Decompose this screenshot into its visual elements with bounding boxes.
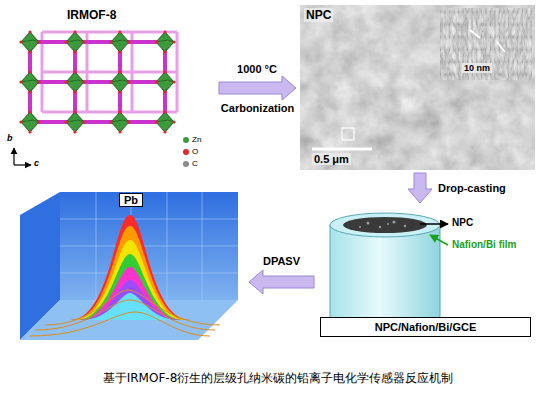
- tem-panel: NPC: [300, 5, 535, 170]
- axis-label: c: [34, 158, 39, 168]
- step-label: Carbonization: [219, 102, 296, 114]
- panel-title: NPC: [304, 8, 333, 22]
- axis-label: b: [7, 133, 13, 143]
- legend-text: O: [192, 147, 198, 156]
- scale-label: 0.5 μm: [312, 153, 351, 165]
- voltammogram-panel: Pb: [15, 185, 245, 352]
- panel-title: IRMOF-8: [67, 8, 116, 22]
- axes: [14, 148, 31, 165]
- step-label: DPASV: [261, 255, 302, 267]
- layer-label: NPC: [452, 217, 473, 228]
- process-arrow: [219, 76, 296, 100]
- figure-caption: 基于IRMOF-8衍生的层级孔纳米碳的铅离子电化学传感器反应机制: [0, 370, 556, 387]
- voltammogram-3d: [20, 192, 238, 340]
- legend-text: Zn: [192, 135, 201, 144]
- electrode: [330, 213, 448, 325]
- electrode-panel: NPC/Nafion/Bi/GCE: [318, 205, 535, 345]
- scale-label: 10 nm: [462, 63, 492, 73]
- legend-swatch: [183, 137, 189, 143]
- crystal-structure: [19, 30, 177, 133]
- step-label: Drop-casting: [436, 182, 508, 194]
- process-arrow: [249, 270, 314, 294]
- legend-swatch: [183, 161, 189, 167]
- tem-image: [300, 5, 535, 170]
- legend-swatch: [183, 149, 189, 155]
- process-arrow: [408, 173, 432, 203]
- electrode-label: NPC/Nafion/Bi/GCE: [320, 317, 531, 337]
- layer-label: Nafion/Bi film: [452, 239, 516, 250]
- legend-text: C: [192, 159, 198, 168]
- temperature-label: 1000 °C: [237, 63, 277, 75]
- peak-label: Pb: [119, 193, 143, 207]
- structure-panel: IRMOF-8: [5, 5, 215, 175]
